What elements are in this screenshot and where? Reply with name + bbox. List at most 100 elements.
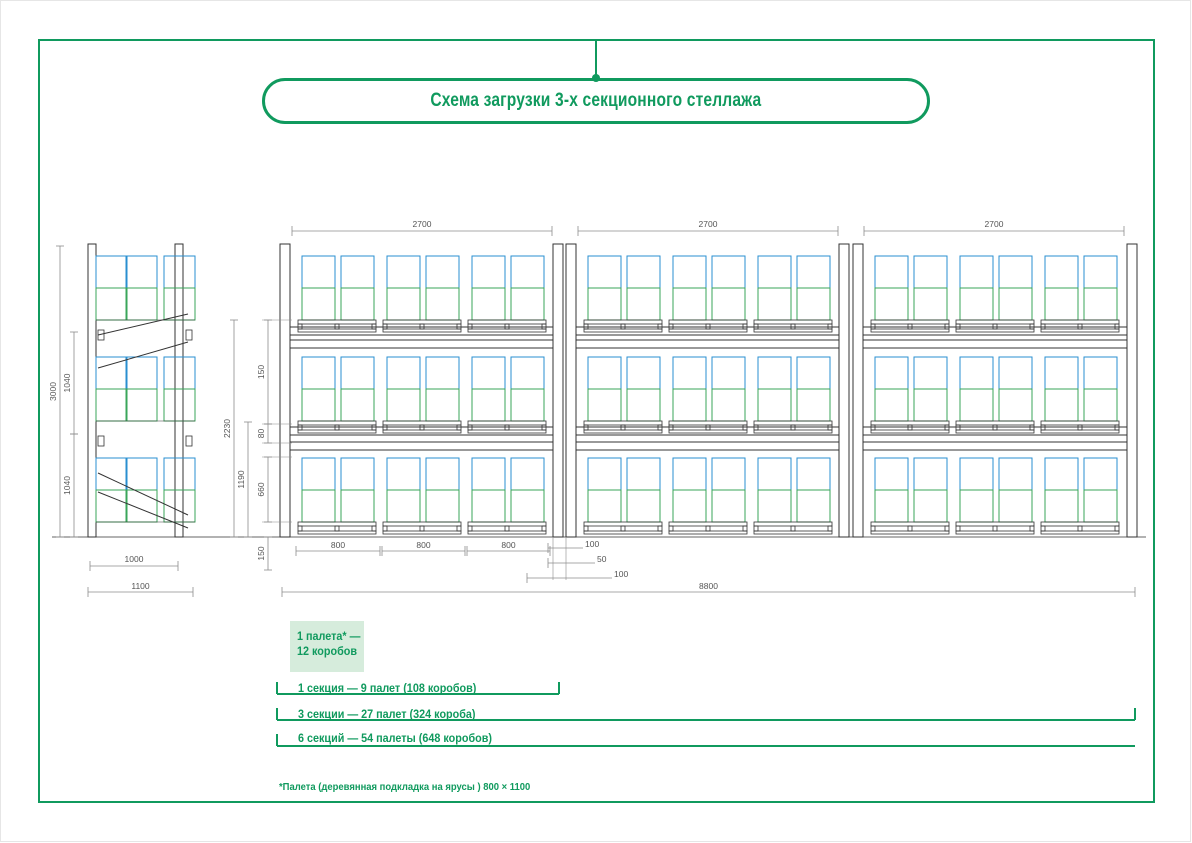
pallet-s0-t2-1-leg-left: [382, 525, 388, 532]
box-s0-t0-2-top: [386, 255, 421, 289]
pallet-s2-t2-0-leg-right: [944, 525, 950, 532]
box-s2-t2-1-top: [913, 457, 948, 491]
box-s1-t0-3-top: [711, 255, 746, 289]
pallet-s0-t1-2-bottom-board: [467, 429, 547, 434]
box-s1-t0-5-bottom: [796, 287, 831, 321]
box-s2-t2-3-bottom: [998, 489, 1033, 523]
box-s0-t2-1-bottom: [340, 489, 375, 523]
front-upright-1: [552, 243, 564, 538]
side-upright-left: [87, 243, 97, 538]
box-s2-t1-5-top: [1083, 356, 1118, 390]
pallet-s1-t0-2-bottom-board: [753, 328, 833, 333]
box-s2-t2-3-top: [998, 457, 1033, 491]
box-s1-t0-4-top: [757, 255, 792, 289]
box-s1-t1-0-top: [587, 356, 622, 390]
side-beam-clip-0: [97, 329, 105, 341]
front-upright-3: [838, 243, 850, 538]
box-s2-t0-0-bottom: [874, 287, 909, 321]
pallet-s0-t2-1-top-board: [382, 521, 462, 527]
box-s0-t2-0-bottom: [301, 489, 336, 523]
box-s2-t1-0-top: [874, 356, 909, 390]
pallet-s2-t1-0-top-board: [870, 420, 950, 426]
pallet-s1-t2-0-bottom-board: [583, 530, 663, 535]
pallet-s0-t2-2-bottom-board: [467, 530, 547, 535]
box-s1-t2-1-top: [626, 457, 661, 491]
box-s2-t0-4-bottom: [1044, 287, 1079, 321]
box-s0-t2-2-top: [386, 457, 421, 491]
box-s0-t1-0-top: [301, 356, 336, 390]
box-s1-t0-5-top: [796, 255, 831, 289]
dim-section-2-label: 2700: [699, 219, 718, 229]
summary-six-sections: 6 секций — 54 палеты (648 коробов): [298, 731, 492, 745]
box-s0-t2-4-bottom: [471, 489, 506, 523]
box-s0-t2-3-bottom: [425, 489, 460, 523]
side-beam-clip-1: [97, 435, 105, 447]
footnote: *Палета (деревянная подкладка на ярусы )…: [279, 781, 531, 793]
box-s0-t2-4-top: [471, 457, 506, 491]
box-s0-t0-5-top: [510, 255, 545, 289]
pallet-s2-t2-2-leg-right: [1114, 525, 1120, 532]
pallet-s0-t2-1-bottom-board: [382, 530, 462, 535]
side-box-1-1-top: [125, 356, 158, 390]
pallet-s2-t0-2-bottom-board: [1040, 328, 1120, 333]
pallet-s0-t1-1-top-board: [382, 420, 462, 426]
pallet-s2-t0-0-bottom-board: [870, 328, 950, 333]
pallet-s0-t2-2-leg-right: [541, 525, 547, 532]
pallet-legend: 1 палета* — 12 коробов: [290, 621, 364, 672]
pallet-s2-t2-1-leg-mid: [992, 525, 998, 532]
dim-beam-height-label: 80: [256, 429, 266, 439]
box-s1-t2-5-bottom: [796, 489, 831, 523]
pallet-s2-t2-0-top-board: [870, 521, 950, 527]
box-s0-t1-3-bottom: [425, 388, 460, 422]
pallet-s2-t2-0-leg-left: [870, 525, 876, 532]
box-s0-t2-5-bottom: [510, 489, 545, 523]
box-s1-t0-1-bottom: [626, 287, 661, 321]
box-s0-t1-1-top: [340, 356, 375, 390]
box-s0-t2-3-top: [425, 457, 460, 491]
box-s2-t2-4-bottom: [1044, 489, 1079, 523]
box-s0-t0-1-bottom: [340, 287, 375, 321]
pallet-s1-t0-1-top-board: [668, 319, 748, 325]
pallet-s1-t1-2-bottom-board: [753, 429, 833, 434]
pallet-s1-t0-1-bottom-board: [668, 328, 748, 333]
summary-brackets: [276, 682, 1136, 747]
box-s0-t1-3-top: [425, 356, 460, 390]
box-s1-t2-4-bottom: [757, 489, 792, 523]
box-s0-t0-0-top: [301, 255, 336, 289]
box-s0-t0-3-bottom: [425, 287, 460, 321]
pallet-s1-t1-1-top-board: [668, 420, 748, 426]
front-upright-0: [279, 243, 291, 538]
box-s0-t2-5-top: [510, 457, 545, 491]
page-title: Схема загрузки 3-х секционного стеллажа: [430, 90, 762, 111]
box-s2-t0-3-bottom: [998, 287, 1033, 321]
summary-three-sections: 3 секции — 27 палет (324 короба): [298, 707, 476, 721]
box-s1-t1-3-top: [711, 356, 746, 390]
side-beam-clip-2: [185, 329, 193, 341]
box-s0-t0-4-top: [471, 255, 506, 289]
pallet-s1-t2-2-bottom-board: [753, 530, 833, 535]
box-s1-t0-0-top: [587, 255, 622, 289]
pallet-s0-t2-1-leg-right: [456, 525, 462, 532]
pallet-s1-t2-1-bottom-board: [668, 530, 748, 535]
box-s2-t1-1-top: [913, 356, 948, 390]
box-s0-t0-3-top: [425, 255, 460, 289]
box-s2-t1-0-bottom: [874, 388, 909, 422]
side-upright-right: [174, 243, 184, 538]
dim-clearance-label: 150: [256, 365, 266, 379]
dim-gap-2-label: 100: [614, 569, 628, 579]
pallet-s2-t2-2-bottom-board: [1040, 530, 1120, 535]
box-s1-t2-3-bottom: [711, 489, 746, 523]
pallet-s0-t2-2-top-board: [467, 521, 547, 527]
box-s2-t2-0-top: [874, 457, 909, 491]
dim-depth-inner-label: 1000: [125, 554, 144, 564]
beam-s0-0-a: [289, 326, 554, 336]
side-brace-2: [97, 472, 189, 516]
pallet-s0-t2-0-leg-left: [297, 525, 303, 532]
pallet-s0-t2-0-leg-mid: [334, 525, 340, 532]
box-s0-t1-5-bottom: [510, 388, 545, 422]
pallet-s2-t2-1-leg-right: [1029, 525, 1035, 532]
box-s2-t1-2-bottom: [959, 388, 994, 422]
pallet-s1-t1-1-bottom-board: [668, 429, 748, 434]
